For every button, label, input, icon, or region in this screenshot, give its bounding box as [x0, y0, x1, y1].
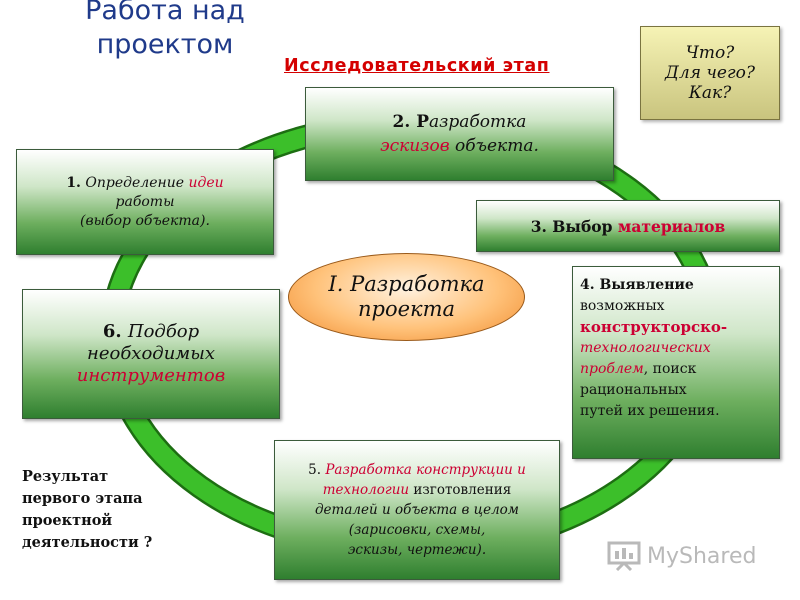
step-5-text-c: технологии [322, 482, 410, 498]
step-4-line-5: проблем, поиск [580, 359, 696, 380]
step-5-text-a: 5. [308, 462, 326, 478]
step-2-box: 2. Разработка эскизов объекта. [305, 87, 614, 181]
step-5-line-2: технологии изготовления [323, 480, 512, 500]
question-why: Для чего? [665, 63, 755, 83]
step-1-box: 1. Определение идеи работы (выбор объект… [16, 149, 274, 255]
questions-box: Что? Для чего? Как? [640, 26, 780, 120]
center-line-1: I. Разработка [328, 272, 485, 296]
step-6-box: 6. Подбор необходимых инструментов [22, 289, 280, 419]
step-2-text-b: эскизов [380, 136, 450, 156]
step-4-line-2: возможных [580, 298, 665, 314]
step-4-text-f: , поиск [643, 361, 697, 377]
result-line-1: Результат [22, 468, 109, 485]
result-line-2: первого этапа [22, 490, 143, 507]
step-4-line-3: конструкторско- [580, 318, 728, 336]
step-2-num: 2. Р [392, 112, 429, 132]
step-4-line-7: путей их решения. [580, 403, 720, 419]
step-1-line-1: 1. Определение идеи [66, 174, 223, 193]
step-1-text-b: идеи [188, 174, 224, 191]
result-line-4: деятельности ? [22, 534, 153, 551]
step-5-box: 5. Разработка конструкции и технологии и… [274, 440, 560, 580]
step-6-text-a: Подбор [127, 321, 200, 342]
step-6-line-3: инструментов [76, 365, 226, 386]
step-3-box: 3. Выбор материалов [476, 200, 780, 252]
result-question: Результат первого этапа проектной деятел… [22, 466, 192, 554]
step-2-line-1: 2. Разработка [393, 110, 527, 134]
step-5-text-d: изготовления [409, 482, 512, 498]
title-line-1: Работа над [85, 0, 245, 26]
step-1-line-3: (выбор объекта). [80, 212, 210, 229]
step-5-text-b: Разработка конструкции и [325, 462, 526, 478]
step-3-text-b: материалов [617, 216, 726, 236]
center-ellipse: I. Разработка проекта [288, 253, 525, 341]
step-6-num: 6. [102, 321, 128, 342]
step-6-line-2: необходимых [86, 343, 216, 364]
step-1-num: 1. [66, 174, 81, 191]
presentation-board-icon [607, 541, 641, 571]
result-line-3: проектной [22, 512, 113, 529]
step-2-text-a: азработка [429, 112, 527, 132]
step-2-line-2: эскизов объекта. [380, 134, 539, 158]
step-5-line-4: (зарисовки, схемы, [348, 522, 486, 538]
stage-label: Исследовательский этап [284, 56, 550, 76]
step-4-text-e: проблем [580, 361, 644, 377]
title-line-2: проектом [96, 29, 234, 60]
step-4-line-6: рациональных [580, 382, 687, 398]
step-6-line-1: 6. Подбор [103, 321, 199, 343]
center-line-2: проекта [357, 297, 455, 321]
watermark-text: MyShared [647, 543, 757, 569]
step-1-line-2: работы [115, 193, 175, 210]
step-5-line-3: деталей и объекта в целом [315, 502, 519, 518]
watermark-logo: MyShared [607, 538, 767, 574]
step-5-line-5: эскизы, чертежи). [347, 542, 487, 558]
page-title: Работа над проектом [60, 0, 270, 62]
step-2-text-c: объекта. [449, 136, 539, 156]
question-what: Что? [685, 43, 735, 63]
question-how: Как? [688, 83, 732, 103]
step-1-text-a: Определение [85, 174, 189, 191]
step-3-text-a: 3. Выбор [530, 216, 618, 236]
step-5-line-1: 5. Разработка конструкции и [308, 460, 526, 480]
step-4-box: 4. Выявление возможных конструкторско- т… [572, 266, 780, 459]
step-4-line-4: технологических [580, 340, 711, 356]
step-4-line-1: 4. Выявление [580, 277, 694, 293]
